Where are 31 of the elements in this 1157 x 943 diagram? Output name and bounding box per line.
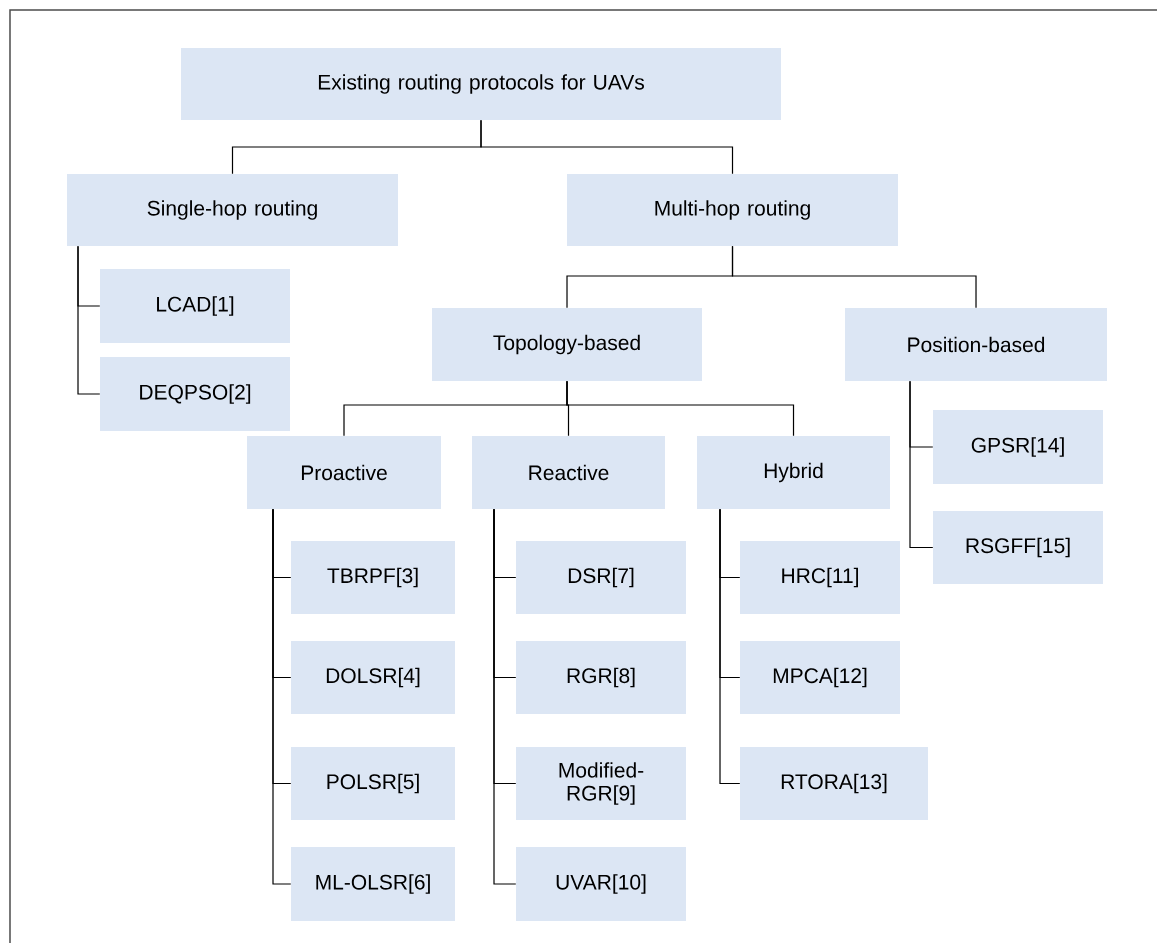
category-box: MPCA[12] [740, 641, 900, 714]
category-box: Multi-hop routing [567, 174, 898, 246]
category-box: GPSR[14] [933, 410, 1103, 484]
category-box: UVAR[10] [516, 847, 686, 921]
category-box: Topology-based [432, 308, 702, 381]
category-box: RTORA[13] [740, 747, 928, 820]
category-box: DSR[7] [516, 541, 686, 614]
connector-line [566, 380, 795, 437]
category-box: Position-based [845, 308, 1107, 381]
category-box: LCAD[1] [100, 269, 290, 343]
category-box: POLSR[5] [291, 747, 455, 820]
connector-line [480, 119, 734, 175]
category-box: ML-OLSR[6] [291, 847, 455, 921]
connector-line [493, 508, 517, 885]
category-box: TBRPF[3] [291, 541, 455, 614]
category-box: DEQPSO[2] [100, 357, 290, 431]
category-box: RGR[8] [516, 641, 686, 714]
category-box: DOLSR[4] [291, 641, 455, 714]
connector-line [719, 508, 741, 785]
category-box: Hybrid [697, 436, 890, 509]
category-box: Modified-RGR[9] [516, 747, 686, 820]
category-box: RSGFF[15] [933, 511, 1103, 584]
category-box: HRC[11] [740, 541, 900, 614]
connector-line [272, 508, 292, 885]
connector-line [731, 245, 977, 309]
category-box: Existing routing protocols for UAVs [181, 48, 781, 120]
category-box: Reactive [472, 436, 665, 509]
connector-line [77, 245, 101, 395]
connector-line [909, 380, 934, 549]
category-box: Single-hop routing [67, 174, 398, 246]
category-box: Proactive [247, 436, 441, 509]
